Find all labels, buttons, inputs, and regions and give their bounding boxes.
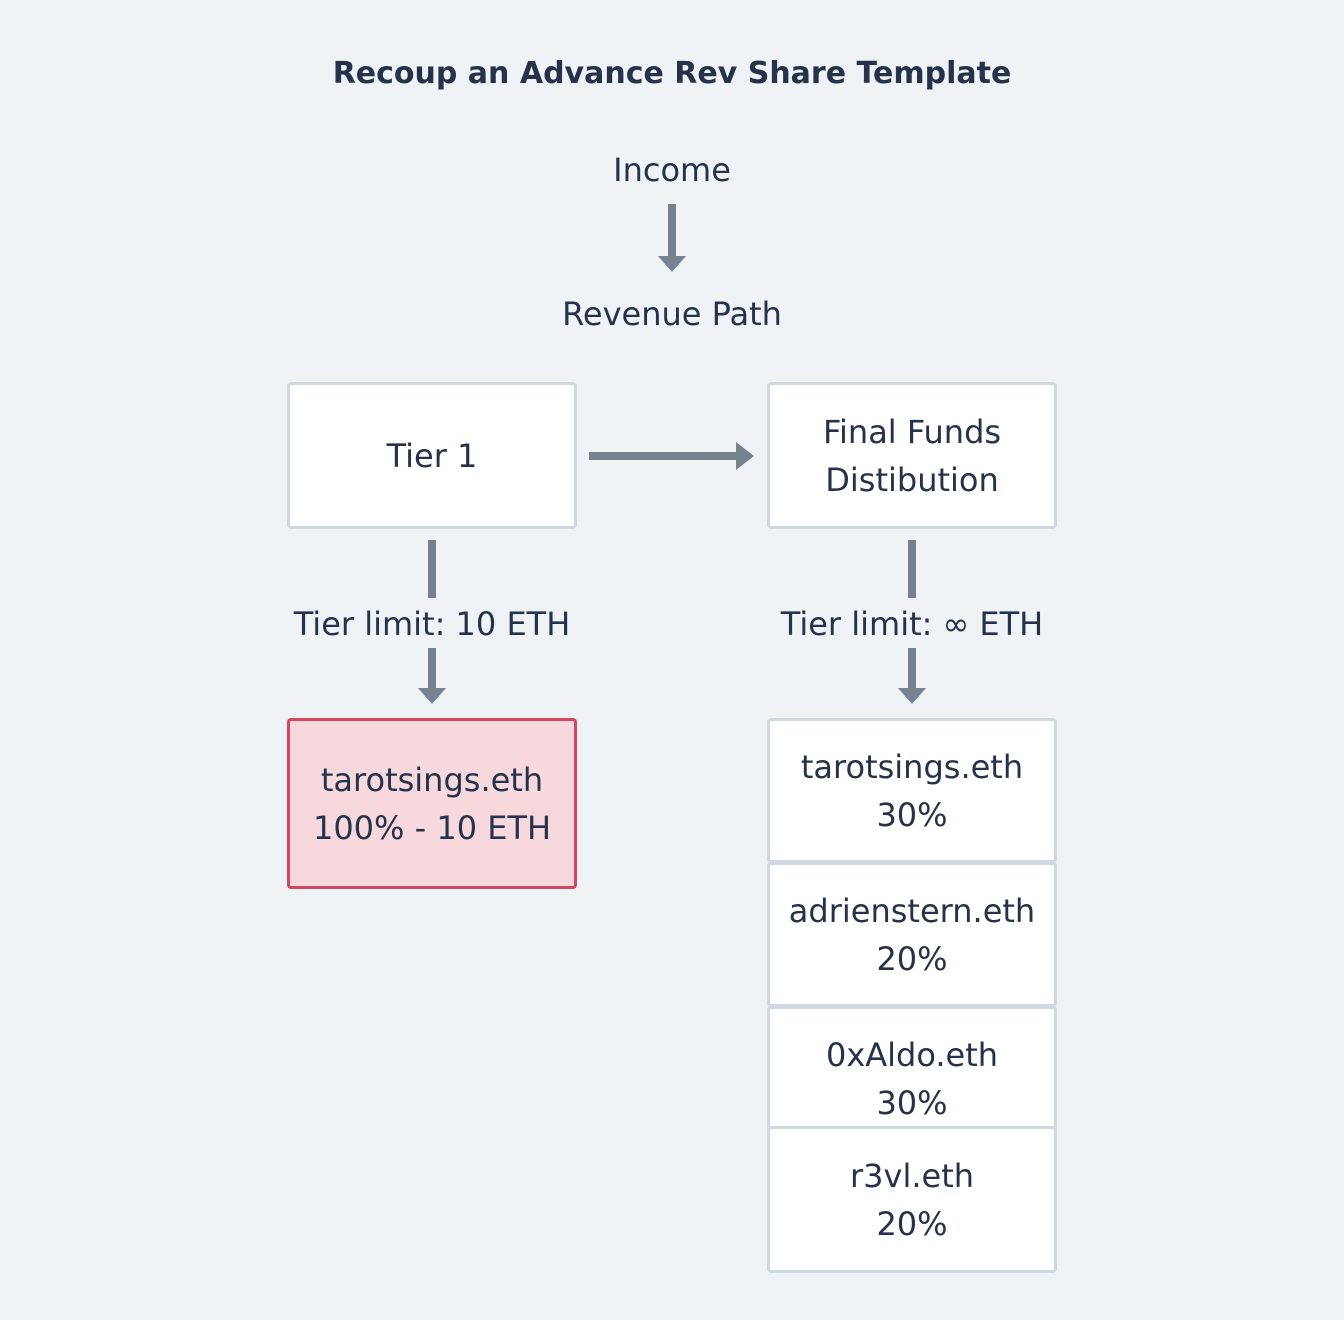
recipient-share: 30%	[876, 1083, 948, 1122]
tier-1-box: Tier 1	[287, 382, 577, 529]
tier-1-recipient-box: tarotsings.eth 100% - 10 ETH	[287, 718, 577, 889]
final-funds-recipient-box-4: r3vl.eth 20%	[767, 1126, 1057, 1273]
recipient-share: 30%	[876, 795, 948, 834]
income-label: Income	[613, 151, 731, 189]
arrowhead-final-funds-limit-to-recipients	[898, 688, 926, 704]
arrowhead-income-to-revenue-path	[658, 256, 686, 272]
recipient-address: tarotsings.eth	[800, 747, 1024, 786]
recipient-share: 100% - 10 ETH	[312, 808, 552, 847]
final-funds-recipient-box-1: tarotsings.eth 30%	[767, 718, 1057, 863]
final-funds-name-line2: Distibution	[825, 460, 999, 499]
recipient-address: tarotsings.eth	[320, 760, 544, 799]
arrowhead-tier1-to-final-funds	[736, 442, 754, 470]
recipient-address: r3vl.eth	[849, 1156, 975, 1195]
recipient-address: 0xAldo.eth	[825, 1035, 999, 1074]
final-funds-box: Final Funds Distibution	[767, 382, 1057, 529]
tier-1-limit-label: Tier limit: 10 ETH	[293, 605, 571, 643]
recipient-share: 20%	[876, 939, 948, 978]
arrowhead-tier1-limit-to-recipients	[418, 688, 446, 704]
final-funds-limit-label: Tier limit: ∞ ETH	[780, 605, 1044, 643]
recipient-share: 20%	[876, 1204, 948, 1243]
diagram-title: Recoup an Advance Rev Share Template	[332, 56, 1012, 91]
revenue-path-label: Revenue Path	[562, 295, 782, 333]
tier-1-name: Tier 1	[386, 436, 478, 475]
final-funds-name-line1: Final Funds	[822, 412, 1002, 451]
recipient-address: adrienstern.eth	[788, 891, 1036, 930]
final-funds-recipient-box-2: adrienstern.eth 20%	[767, 862, 1057, 1007]
